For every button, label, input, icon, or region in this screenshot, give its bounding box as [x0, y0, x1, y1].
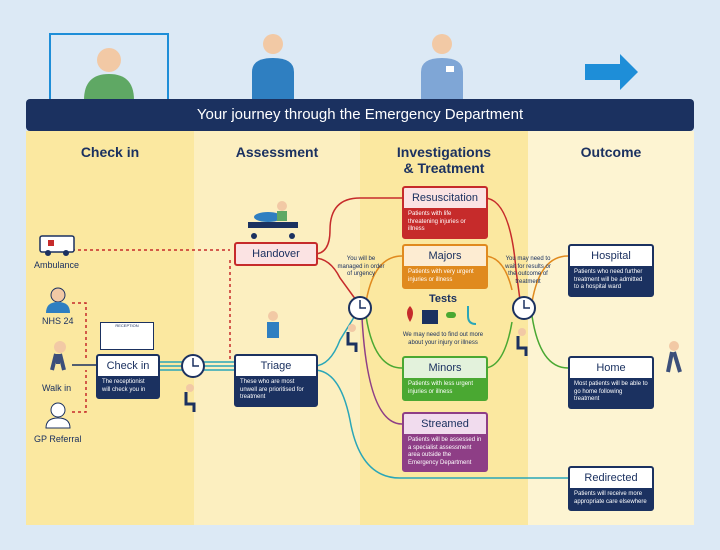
nhs24-icon [46, 287, 70, 313]
stretcher-icon [248, 201, 298, 239]
checkin-box: Check in The receptionist will check you… [96, 354, 160, 399]
gp-referral-icon [45, 402, 71, 429]
hospital-title: Hospital [591, 250, 631, 262]
waiting-patient-icon-1 [184, 384, 196, 412]
journey-banner: Your journey through the Emergency Depar… [26, 99, 694, 131]
arrival-label-gp-referral: GP Referral [34, 434, 82, 444]
waiting-patient-icon-2 [346, 324, 358, 352]
test-icons [407, 306, 477, 325]
handover-box: Handover [234, 242, 318, 266]
handover-title: Handover [252, 248, 300, 260]
triage-to-clock [313, 313, 357, 367]
top-illustration [49, 33, 638, 100]
resuscitation-box: Resuscitation Patients with life threate… [402, 186, 488, 239]
gp-line [72, 370, 87, 413]
checkin-title: Check in [106, 360, 150, 372]
triage-nurse-icon [267, 311, 279, 338]
walkin-icon [50, 341, 66, 371]
stethoscope-icon [467, 306, 477, 325]
hospital-desc: Patients who need further treatment will… [570, 266, 652, 295]
clock2-to-home [531, 315, 569, 369]
streamed-desc: Patients will be assessed in a specialis… [404, 434, 486, 470]
nhs24-line [72, 302, 87, 360]
minors-title: Minors [428, 362, 462, 374]
resuscitation-desc: Patients with life threatening injuries … [404, 208, 486, 237]
triage-box: Triage These who are most unwell are pri… [234, 354, 318, 407]
handover-to-resus [313, 197, 402, 255]
clock-to-streamed [361, 317, 403, 425]
redirected-box: Redirected Patients will receive more ap… [568, 466, 654, 511]
hospital-box: Hospital Patients who need further treat… [568, 244, 654, 297]
arrival-label-ambulance: Ambulance [34, 260, 80, 270]
clock-icon-outcome [512, 296, 536, 320]
minors-to-clock2 [483, 321, 513, 369]
waiting-patient-icon-3 [516, 328, 528, 356]
arrival-label-walkin: Walk in [42, 383, 72, 393]
reception-sign: RECEPTION [115, 323, 139, 328]
column-title-outcome: Outcome [580, 144, 642, 160]
arrow-right-icon [585, 54, 638, 90]
home-desc: Most patients will be able to go home fo… [570, 378, 652, 407]
receptionist-figure [84, 48, 134, 100]
checkin-desc: The receptionist will check you in [98, 376, 158, 397]
redirected-desc: Patients will receive more appropriate c… [570, 488, 652, 509]
clock-to-majors [365, 255, 403, 303]
column-title-investigations: Investigations & Treatment [396, 144, 492, 176]
clock-icon-treatment [348, 296, 372, 320]
minors-box: Minors Patients with less urgent injurie… [402, 356, 488, 401]
clock2-to-hospital [531, 255, 569, 303]
tests-title: Tests [429, 293, 457, 305]
resus-to-clock2 [483, 197, 521, 301]
majors-title: Majors [428, 250, 462, 262]
home-title: Home [596, 362, 626, 374]
home-box: Home Most patients will be able to go ho… [568, 356, 654, 409]
xray-icon [422, 310, 438, 324]
majors-box: Majors Patients with very urgent injurie… [402, 244, 488, 289]
arrival-label-nhs24: NHS 24 [42, 316, 74, 326]
column-outcome-bg [528, 131, 694, 525]
redirected-title: Redirected [584, 472, 638, 484]
doctor-figure [421, 34, 463, 100]
wait-note: You may need to wait for results or the … [505, 256, 551, 285]
reception-window-frame [49, 33, 169, 100]
triage-desc: These who are most unwell are prioritise… [236, 376, 316, 405]
triage-title: Triage [260, 360, 292, 372]
clock-to-minors [365, 315, 403, 369]
blood-drop-icon [407, 306, 413, 322]
column-title-assessment: Assessment [235, 144, 319, 160]
ambulance-icon [39, 235, 75, 256]
minors-desc: Patients with less urgent injuries or il… [404, 378, 486, 399]
nurse-figure [252, 34, 294, 100]
pill-icon [446, 312, 456, 318]
managed-note: You will be managed in order of urgency [337, 256, 385, 277]
resuscitation-title: Resuscitation [411, 192, 479, 204]
triage-to-redirected [313, 369, 568, 479]
column-title-checkin: Check in [80, 144, 140, 160]
streamed-title: Streamed [421, 418, 469, 430]
reception-desk: RECEPTION [100, 322, 154, 350]
streamed-box: Streamed Patients will be assessed in a … [402, 412, 488, 472]
home-walker-icon [666, 341, 682, 373]
majors-desc: Patients with very urgent injuries or il… [404, 266, 486, 287]
clock-icon-checkin [181, 354, 205, 378]
tests-desc: We may need to find out more about your … [402, 332, 484, 346]
